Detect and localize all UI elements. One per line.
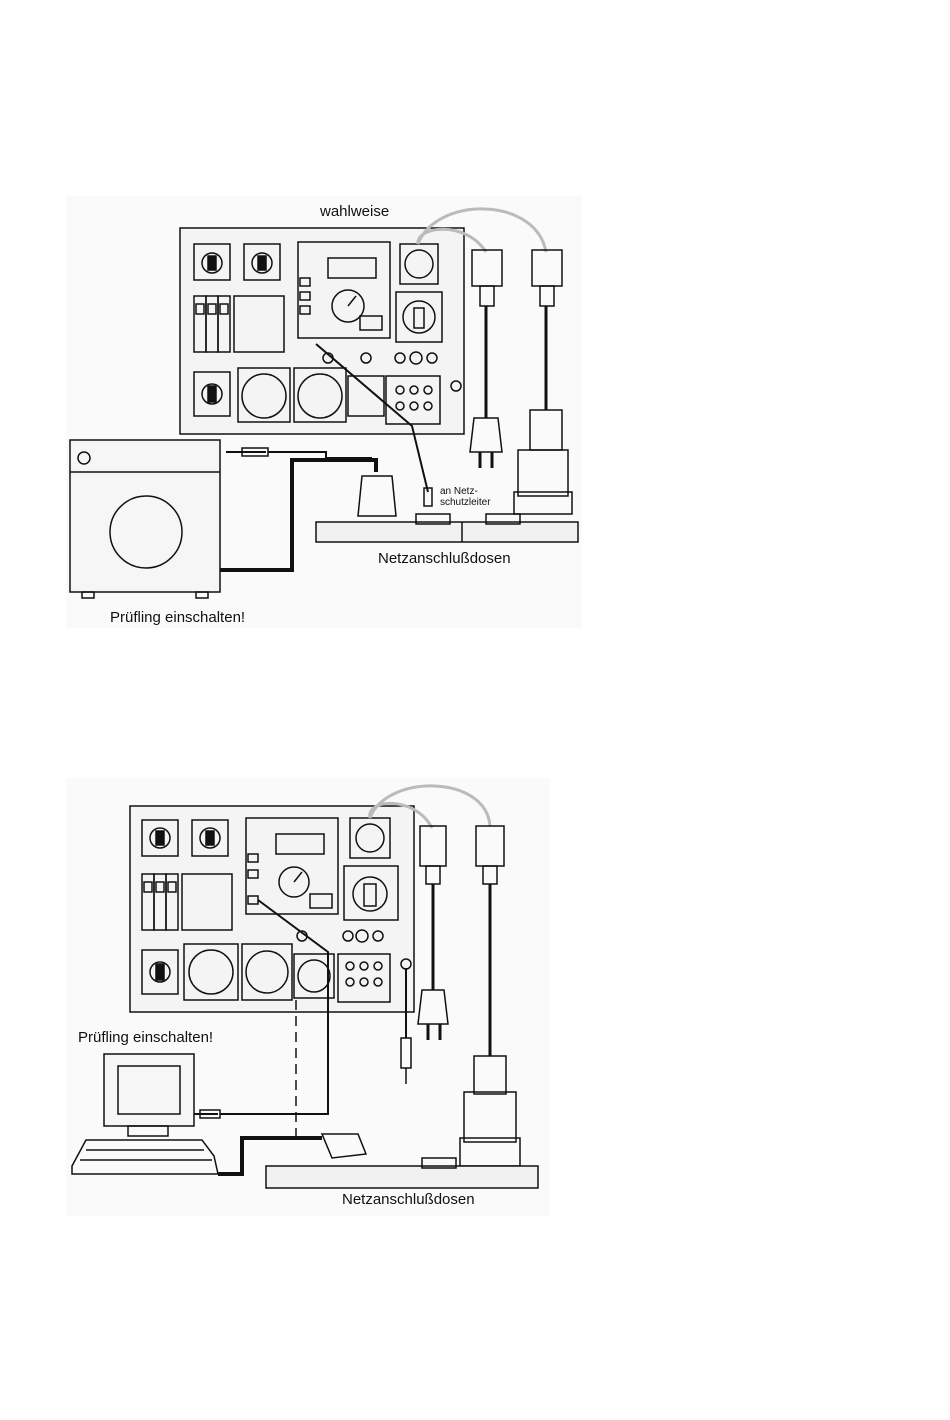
label-instruction: Prüfling einschalten! [78, 1029, 213, 1046]
diagram-computer-test: Prüfling einschalten! Netzanschlußdosen [66, 778, 550, 1216]
label-sockets: Netzanschlußdosen [342, 1191, 475, 1208]
washing-machine [70, 440, 220, 598]
diagram-canvas-bottom: Prüfling einschalten! Netzanschlußdosen [66, 778, 550, 1216]
label-sockets: Netzanschlußdosen [378, 550, 511, 567]
test-panel [130, 806, 414, 1012]
label-pe-note-2: schutzleiter [440, 497, 491, 508]
label-option: wahlweise [319, 203, 389, 220]
diagram-washing-machine-test: wahlweise an Netz- schutzleiter Netzansc… [66, 196, 582, 628]
diagram-canvas-top: wahlweise an Netz- schutzleiter Netzansc… [66, 196, 582, 628]
test-panel [180, 228, 464, 434]
label-instruction: Prüfling einschalten! [110, 609, 245, 626]
label-pe-note-1: an Netz- [440, 486, 478, 497]
